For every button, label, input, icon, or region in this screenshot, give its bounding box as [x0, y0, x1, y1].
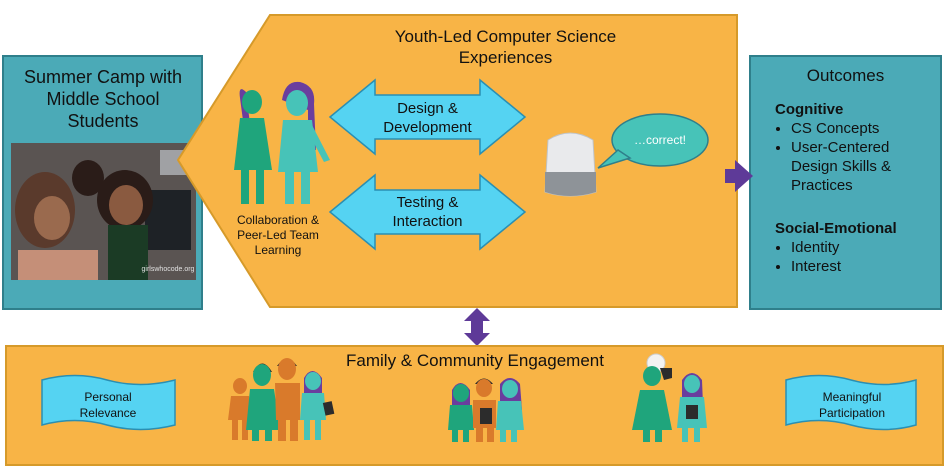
cognitive-list: CS Concepts User-Centered Design Skills … [775, 119, 935, 195]
social-item: Identity [791, 238, 935, 257]
outcomes-list: Cognitive CS Concepts User-Centered Desi… [775, 100, 935, 276]
vertical-double-arrow-icon [464, 308, 490, 346]
outcomes-title: Outcomes [806, 66, 885, 85]
experiences-title: Youth-Led Computer Science Experiences [394, 27, 617, 67]
testing-arrow-label: Testing & Interaction [392, 194, 463, 230]
family-group-2-icon [448, 378, 524, 442]
collab-person-icon [234, 89, 272, 204]
smart-speaker-icon [544, 132, 597, 197]
design-arrow [328, 78, 527, 156]
family-group-1-icon [228, 358, 335, 441]
social-list: Identity Interest [775, 238, 935, 276]
outcomes-box [749, 55, 942, 310]
camp-title: Summer Camp with Middle School Students [23, 67, 183, 131]
experiences-panel [176, 14, 738, 308]
social-item: Interest [791, 257, 935, 276]
social-heading: Social-Emotional [775, 220, 897, 237]
right-banner-shape [785, 374, 917, 431]
design-arrow-label: Design & Development [383, 100, 472, 136]
left-banner-label: Personal Relevance [79, 390, 137, 420]
collab-label: Collaboration & Peer-Led Team Learning [236, 213, 320, 257]
camp-photo [11, 143, 196, 280]
family-group-3-icon [632, 353, 707, 442]
family-title: Family & Community Engagement [346, 351, 604, 370]
right-banner-label: Meaningful Participation [818, 390, 886, 420]
speech-text: …correct! [633, 133, 686, 147]
cognitive-heading: Cognitive [775, 101, 844, 118]
photo-watermark: girlswhocode.org [141, 266, 195, 273]
testing-arrow [328, 173, 527, 251]
phone-icon [660, 368, 672, 380]
right-arrow-icon [725, 160, 753, 192]
cognitive-item: CS Concepts [791, 119, 935, 138]
left-banner-shape [41, 374, 176, 431]
collab-person-2-icon [278, 81, 330, 204]
speech-bubble-icon [597, 113, 709, 169]
cognitive-item: User-Centered Design Skills & Practices [791, 138, 935, 195]
